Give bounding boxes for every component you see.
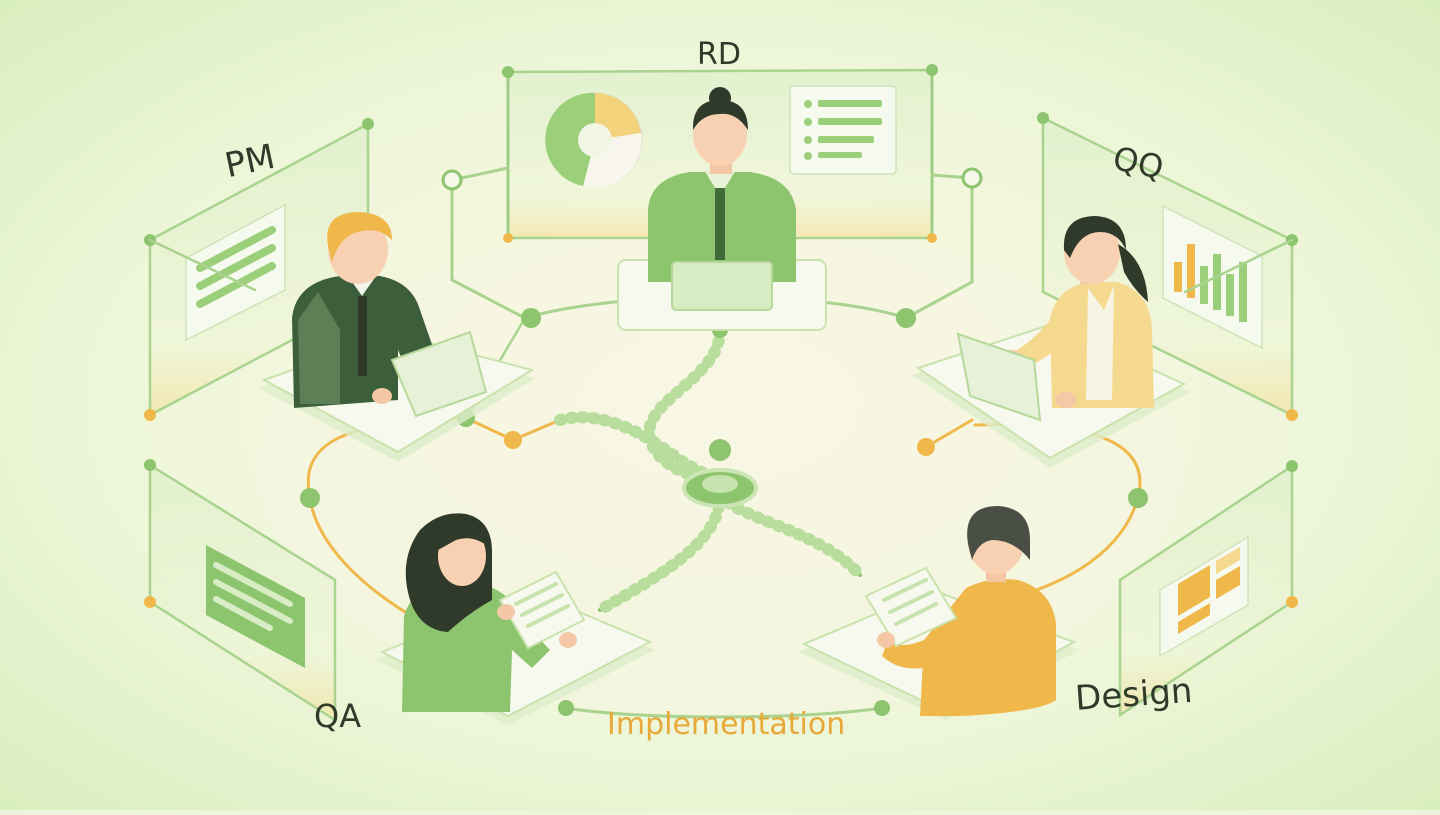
list-document-icon (789, 85, 897, 175)
design-person (864, 506, 1056, 716)
pm-label: PM (221, 136, 279, 187)
qq-person (956, 216, 1154, 422)
rd-person (648, 87, 796, 311)
rd-label: RD (697, 37, 741, 72)
qa-label: QA (314, 697, 362, 735)
connector-nodes (300, 167, 1148, 716)
qq-label: QQ (1109, 139, 1167, 187)
qa-person (402, 513, 586, 712)
hub-avatar-icon (682, 439, 758, 508)
pie-chart-icon (545, 92, 643, 188)
design-label: Design (1073, 670, 1194, 719)
implementation-label: Implementation (607, 707, 846, 742)
bar-chart-icon (1162, 204, 1263, 350)
text-lines-icon (206, 545, 305, 668)
pm-person (292, 212, 488, 418)
layout-blocks-icon (1159, 535, 1249, 658)
text-lines-icon (185, 203, 286, 342)
